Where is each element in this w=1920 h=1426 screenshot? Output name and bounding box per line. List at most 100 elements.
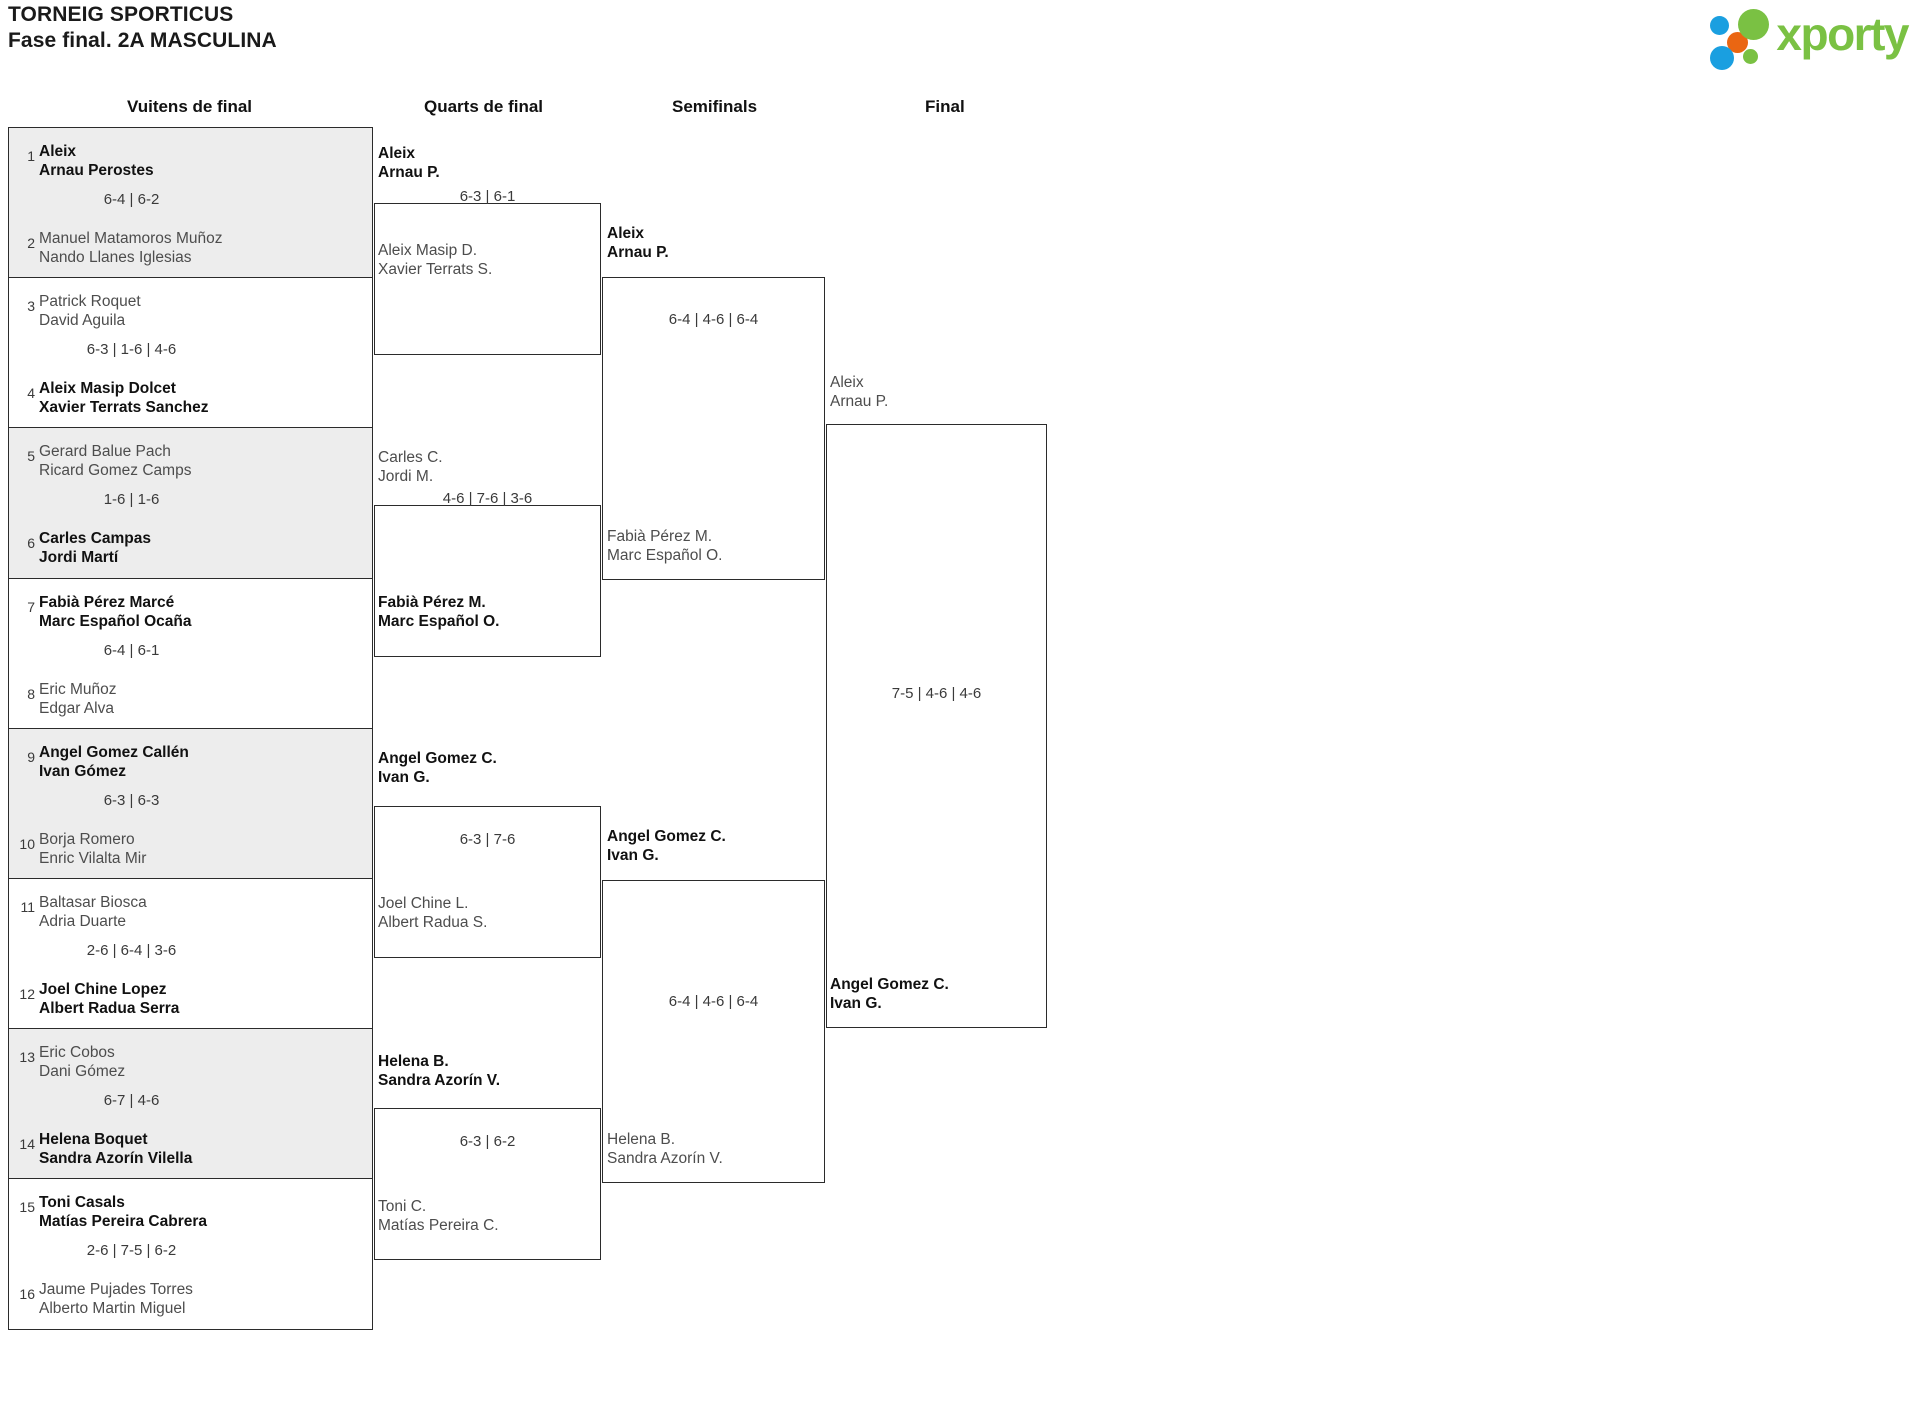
player-1: Angel Gomez Callén [39, 743, 189, 761]
team-top: Patrick Roquet David Aguila [39, 292, 141, 330]
team-bottom: Jaume Pujades Torres Alberto Martin Migu… [39, 1280, 193, 1318]
match-score: 6-7 | 4-6 [103, 1092, 160, 1110]
player-2: Matías Pereira C. [378, 1217, 499, 1234]
player-2: Dani Gómez [39, 1063, 126, 1081]
player-2: Marc Español O. [378, 613, 500, 630]
player-2: Nando Llanes Iglesias [39, 249, 192, 266]
sf-team-bottom: Fabià Pérez M. Marc Español O. [607, 527, 722, 565]
player-2: Sandra Azorín V. [607, 1150, 723, 1167]
round-heading-quarterfinals: Quarts de final [424, 97, 544, 116]
logo-dot-orange [1727, 32, 1749, 53]
team-top: Angel Gomez Callén Ivan Gómez [39, 743, 189, 781]
player-1: Fabià Pérez Marcé [39, 593, 175, 611]
qf-connector-box[interactable] [374, 505, 601, 657]
match-score: 6-3 | 1-6 | 4-6 [86, 341, 177, 359]
round-heading-semifinals: Semifinals [672, 97, 758, 116]
seed-number: 8 [27, 685, 35, 702]
r16-match[interactable]: 5 Gerard Balue Pach Ricard Gomez Camps 1… [8, 427, 373, 579]
player-1: Aleix Masip Dolcet [39, 380, 176, 398]
player-1: Aleix Masip D. [378, 242, 478, 259]
qf-team-bottom: Joel Chine L. Albert Radua S. [378, 894, 487, 932]
logo-dot-blue-top [1710, 16, 1730, 35]
player-2: Arnau P. [830, 393, 889, 410]
player-1: Angel Gomez C. [607, 828, 726, 845]
player-2: Marc Español O. [607, 547, 723, 564]
logo-wordmark: xporty [1776, 8, 1909, 60]
player-2: Sandra Azorín Vilella [39, 1150, 193, 1168]
player-1: Angel Gomez C. [378, 750, 497, 767]
player-2: Ivan Gómez [39, 762, 126, 780]
match-score: 6-4 | 6-1 [103, 641, 160, 659]
qf-match-score: 6-3 | 6-2 [459, 1133, 516, 1150]
seed-number: 3 [27, 298, 35, 315]
logo-dot-blue-bottom [1710, 46, 1735, 70]
player-2: Ivan G. [378, 769, 430, 786]
player-2: Albert Radua S. [378, 914, 488, 931]
player-1: Fabià Pérez M. [607, 528, 713, 545]
seed-number: 11 [20, 898, 35, 915]
match-score: 6-4 | 6-2 [103, 191, 160, 208]
player-2: Arnau P. [607, 244, 669, 261]
player-2: Ivan G. [607, 847, 659, 864]
qf-match-score: 6-3 | 7-6 [459, 831, 516, 848]
logo-dots-icon [1710, 9, 1772, 70]
player-1: Carles C. [378, 449, 443, 466]
final-connector-box[interactable] [826, 424, 1047, 1028]
tournament-title: TORNEIG SPORTICUS [8, 3, 234, 26]
seed-number: 15 [19, 1199, 35, 1216]
qf-connector-box[interactable] [374, 1108, 601, 1260]
qf-team-bottom: Toni C. Matías Pereira C. [378, 1197, 499, 1235]
player-1: Joel Chine Lopez [39, 980, 167, 998]
qf-match-score: 6-3 | 6-1 [459, 188, 516, 205]
r16-match[interactable]: 9 Angel Gomez Callén Ivan Gómez 6-3 | 6-… [8, 727, 373, 879]
team-top: Gerard Balue Pach Ricard Gomez Camps [39, 442, 191, 480]
player-2: Xavier Terrats Sanchez [39, 399, 209, 417]
player-1: Fabià Pérez M. [378, 594, 486, 611]
player-2: Matías Pereira Cabrera [39, 1213, 208, 1231]
player-1: Manuel Matamoros Muñoz [39, 230, 223, 247]
r16-match[interactable]: 3 Patrick Roquet David Aguila 6-3 | 1-6 … [8, 277, 373, 429]
phase-subtitle: Fase final. 2A MASCULINA [8, 29, 277, 52]
player-2: Arnau Perostes [39, 162, 154, 179]
player-1: Eric Muñoz [39, 680, 117, 698]
seed-number: 6 [27, 535, 35, 552]
qf-team-top: Angel Gomez C. Ivan G. [378, 749, 497, 787]
seed-number: 4 [27, 385, 35, 402]
player-1: Gerard Balue Pach [39, 443, 171, 461]
team-top: Aleix Arnau Perostes [39, 142, 154, 180]
xporty-logo[interactable]: xporty [1710, 8, 1909, 70]
qf-team-bottom: Aleix Masip D. Xavier Terrats S. [378, 241, 492, 279]
player-1: Angel Gomez C. [830, 976, 949, 993]
player-1: Borja Romero [39, 830, 135, 848]
logo-dot-green-small [1743, 49, 1759, 64]
r16-match[interactable]: 13 Eric Cobos Dani Gómez 6-7 | 4-6 14 He… [8, 1028, 373, 1180]
final-team-bottom: Angel Gomez C. Ivan G. [830, 975, 949, 1013]
qf-team-bottom: Fabià Pérez M. Marc Español O. [378, 593, 499, 631]
r16-match[interactable]: 11 Baltasar Biosca Adria Duarte 2-6 | 6-… [8, 877, 373, 1030]
seed-number: 10 [19, 835, 35, 852]
r16-match[interactable]: 1 Aleix Arnau Perostes 6-4 | 6-2 2 Manue… [8, 127, 373, 279]
match-score: 1-6 | 1-6 [103, 491, 160, 509]
player-2: Edgar Alva [39, 699, 114, 717]
seed-number: 13 [19, 1049, 35, 1066]
seed-number: 5 [27, 448, 35, 465]
qf-team-top: Helena B. Sandra Azorín V. [378, 1052, 500, 1090]
team-top: Eric Cobos Dani Gómez [39, 1043, 125, 1081]
sf-connector-box[interactable] [602, 880, 825, 1183]
round-heading-final: Final [925, 97, 965, 116]
sf-connector-box[interactable] [602, 277, 825, 580]
qf-connector-box[interactable] [374, 203, 601, 355]
r16-match[interactable]: 7 Fabià Pérez Marcé Marc Español Ocaña 6… [8, 577, 373, 729]
qf-match-score: 4-6 | 7-6 | 3-6 [442, 490, 533, 507]
player-1: Jaume Pujades Torres [39, 1281, 193, 1299]
page-header: TORNEIG SPORTICUS Fase final. 2A MASCULI… [0, 0, 1920, 75]
player-2: Xavier Terrats S. [378, 261, 493, 278]
team-bottom: Eric Muñoz Edgar Alva [39, 680, 117, 718]
logo-dot-green-large [1738, 9, 1770, 40]
player-2: Ivan G. [830, 995, 882, 1012]
r16-match[interactable]: 15 Toni Casals Matías Pereira Cabrera 2-… [8, 1178, 373, 1330]
qf-connector-box[interactable] [374, 806, 601, 958]
player-1: Helena B. [378, 1053, 449, 1070]
round-heading-round-of-16: Vuitens de final [127, 97, 253, 116]
seed-number: 12 [19, 985, 35, 1002]
